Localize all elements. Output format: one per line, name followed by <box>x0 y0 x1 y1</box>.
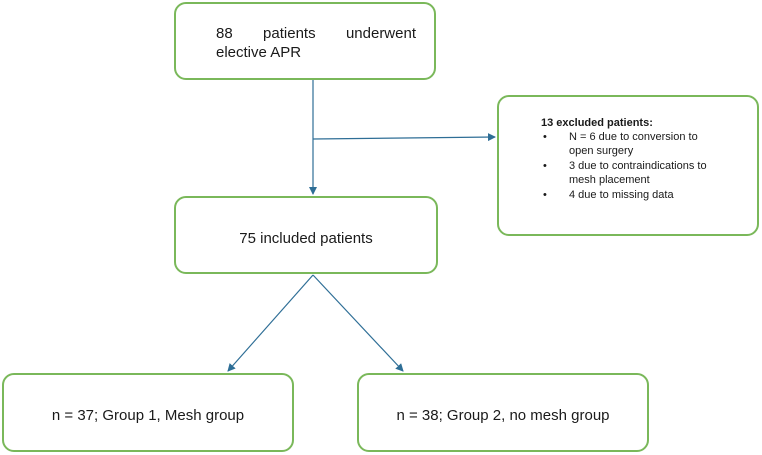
excluded-reasons-list: • N = 6 due to conversion to open surgery… <box>499 130 709 203</box>
node-included-text: 75 included patients <box>239 230 373 247</box>
arrow-to-excluded <box>312 133 496 142</box>
arrow-included-to-group2 <box>312 274 404 372</box>
node-group2: n = 38; Group 2, no mesh group <box>357 373 649 452</box>
node-included: 75 included patients <box>174 196 438 274</box>
arrow-included-to-group1 <box>227 274 314 372</box>
excluded-reason-text: N = 6 due to conversion to open surgery <box>569 131 698 157</box>
excluded-title: 13 excluded patients: <box>541 117 653 129</box>
node-start-text: 88 patients underwent elective APR <box>216 25 416 61</box>
excluded-reason: • 4 due to missing data <box>499 188 709 202</box>
node-start: 88 patients underwent elective APR <box>174 2 436 80</box>
bullet-icon: • <box>543 131 547 143</box>
excluded-reason: • N = 6 due to conversion to open surgery <box>499 130 709 158</box>
bullet-icon: • <box>543 189 547 201</box>
bullet-icon: • <box>543 160 547 172</box>
node-group2-text: n = 38; Group 2, no mesh group <box>396 407 610 424</box>
excluded-reason: • 3 due to contraindications to mesh plac… <box>499 159 709 187</box>
node-group1-text: n = 37; Group 1, Mesh group <box>51 407 245 424</box>
node-group1: n = 37; Group 1, Mesh group <box>2 373 294 452</box>
excluded-reason-text: 3 due to contraindications to mesh place… <box>569 160 707 186</box>
excluded-reason-text: 4 due to missing data <box>569 189 674 201</box>
node-excluded: 13 excluded patients: • N = 6 due to conv… <box>497 95 759 236</box>
